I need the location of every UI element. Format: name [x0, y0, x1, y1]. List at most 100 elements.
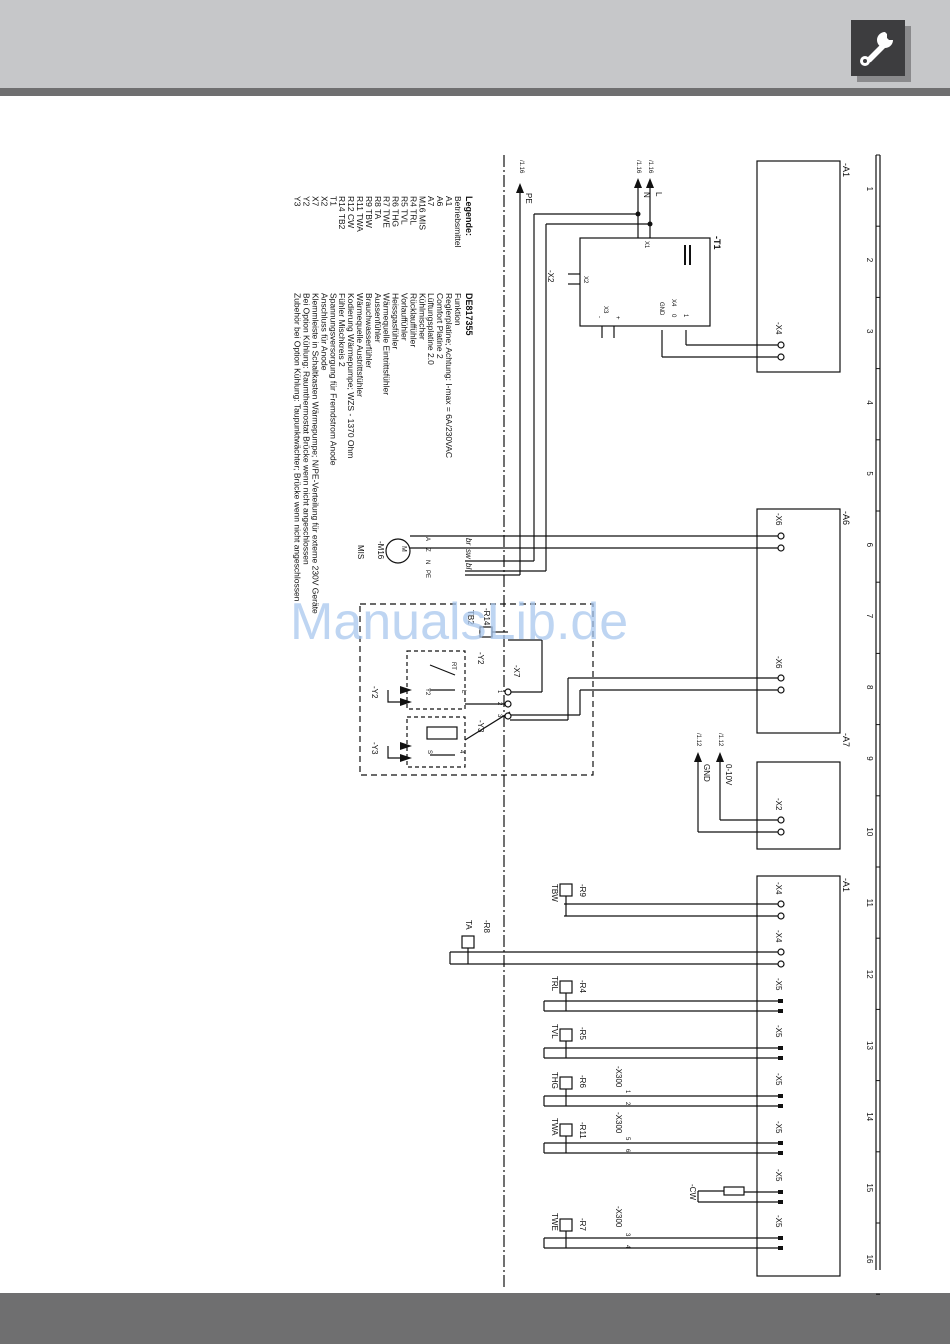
ruler-number: 16: [865, 1255, 874, 1264]
ruler-number: 14: [865, 1112, 874, 1121]
ruler-number: 4: [865, 400, 874, 405]
label-n: N: [642, 192, 651, 198]
legend-item-function: Spannungsversorgung für Fremdstrom Anode: [328, 293, 338, 466]
label-x5-r4: -X5: [774, 978, 783, 991]
t1-transformer-box: [579, 237, 711, 327]
legend-item-function: Brauchwasserfühler: [364, 293, 374, 368]
legend-item-code: R4 TRL: [408, 196, 418, 225]
y2-box: [406, 650, 466, 710]
x6-terminal: [777, 686, 785, 694]
legend-item-function: Klemmleiste in Schaltkasten Wärmepumpe; …: [311, 293, 321, 614]
label-x4-r8: -X4: [774, 930, 783, 943]
label-y2-bot: -Y2: [370, 686, 379, 699]
label-trl: TRL: [550, 976, 559, 992]
x4-terminal: [777, 353, 785, 361]
x2-terminal: [777, 828, 785, 836]
label-x5-cw: -X5: [774, 1169, 783, 1182]
label-x6-a: -X6: [774, 513, 783, 526]
label-x2-ext: -X2: [546, 270, 555, 283]
gnd-arrow: [694, 752, 702, 762]
legend-item-code: R5 TVL: [400, 196, 410, 225]
label-wire-br: br: [464, 538, 473, 545]
label-y2-y2: Y2: [424, 688, 430, 696]
label-ref-gnd: /1.12: [695, 733, 701, 747]
label-wire-bl: bl: [464, 563, 473, 569]
label-t1-minus: -: [596, 316, 602, 318]
label-m-z: Z: [424, 548, 430, 552]
label-t1-x2: X2: [582, 276, 588, 284]
label-x5-r6: -X5: [774, 1073, 783, 1086]
label-010v: 0-10V: [724, 764, 733, 786]
label-t1-plus: +: [614, 316, 620, 320]
label-ref-l: /1.16: [647, 160, 653, 174]
label-a1-top: -A1: [841, 163, 851, 177]
legend-item-code: R6 THG: [391, 196, 401, 227]
label-x7-2: 2: [496, 702, 502, 706]
legend-item-code: R11 TWA: [355, 196, 365, 232]
label-x300-c: -X300: [614, 1206, 623, 1228]
label-mis: MIS: [356, 545, 365, 559]
legend-item-function: Wärmequelle Eintrittsfühler: [382, 293, 392, 395]
tools-button[interactable]: [851, 20, 905, 76]
label-x300-b5: 5: [624, 1137, 630, 1141]
label-a7: -A7: [841, 733, 851, 747]
watermark: ManualsLib.de: [290, 593, 629, 651]
legend-item-function: Comfort Platine 2: [435, 293, 445, 359]
label-x300-a2: 2: [624, 1102, 630, 1106]
l-arrow: [646, 178, 654, 188]
ruler-number: 6: [865, 543, 874, 548]
ruler-number: 13: [865, 1041, 874, 1050]
label-m-pe: PE: [424, 570, 430, 578]
label-x300-c4: 4: [624, 1245, 630, 1249]
label-a1-bottom: -A1: [841, 878, 851, 892]
label-tbw: TBW: [550, 884, 559, 902]
legend-item-function: Rücklauffühler: [408, 293, 418, 347]
legend-item-code: Y2: [302, 196, 312, 207]
label-ref-010: /1.12: [717, 733, 723, 747]
label-r4: -R4: [578, 980, 587, 993]
a1-board-box: [756, 160, 841, 373]
x4-terminal: [777, 912, 785, 920]
label-r7: -R7: [578, 1218, 587, 1231]
label-r11: -R11: [578, 1122, 587, 1139]
label-x4-r9: -X4: [774, 882, 783, 895]
legend-item-function: Zubehör bei Option Kühlung: Taupunktwäch…: [293, 293, 303, 602]
ruler-number: 15: [865, 1183, 874, 1192]
legend-item-function: Heissgasfühler: [391, 293, 401, 349]
label-t1-x3: X3: [602, 306, 608, 314]
label-motor: M: [400, 546, 407, 552]
ruler-number: 12: [865, 970, 874, 979]
label-x4-top: -X4: [774, 322, 783, 335]
label-x7: -X7: [512, 665, 521, 678]
label-y3-top: -Y3: [476, 720, 485, 733]
legend-item-code: R14 TB2: [337, 196, 347, 230]
legend-item-code: A7: [426, 196, 436, 207]
label-y3-s: S: [426, 750, 432, 754]
label-x5-r7: -X5: [774, 1215, 783, 1228]
legend-item-code: R8 TA: [373, 196, 383, 220]
label-cw: -CW: [688, 1184, 697, 1200]
legend-item-function: Lüftungsplatine 2.0: [426, 293, 436, 365]
legend-item-code: R9 TBW: [364, 196, 374, 228]
label-x7-3: 3: [496, 714, 502, 718]
wrench-icon: [860, 32, 893, 66]
label-t1-x1: X1: [643, 241, 649, 249]
legend-item-code: M16 MIS: [417, 196, 427, 230]
label-thg: THG: [550, 1072, 559, 1089]
y3-box: [406, 716, 466, 768]
label-x5-r5: -X5: [774, 1025, 783, 1038]
label-y2-top: -Y2: [476, 652, 485, 665]
label-r9: -R9: [578, 884, 587, 897]
legend-item-function: Bei Option Kühlung: Raumthermostat Brück…: [302, 293, 312, 565]
legend-item-code: A6: [435, 196, 445, 207]
label-tb2: TB2: [466, 610, 475, 625]
label-tvl: TVL: [550, 1024, 559, 1039]
label-y3-bot: -Y3: [370, 742, 379, 755]
a7-board-box: [756, 761, 841, 850]
legend-item-function: Anschluss für Anode: [319, 293, 329, 371]
label-pe: PE: [524, 193, 533, 204]
header-strip: [0, 88, 950, 96]
a1-board-box-lower: [756, 875, 841, 1277]
legend-item-function: Reglerplatine; Achtung: I-max = 6A/230VA…: [444, 293, 454, 458]
